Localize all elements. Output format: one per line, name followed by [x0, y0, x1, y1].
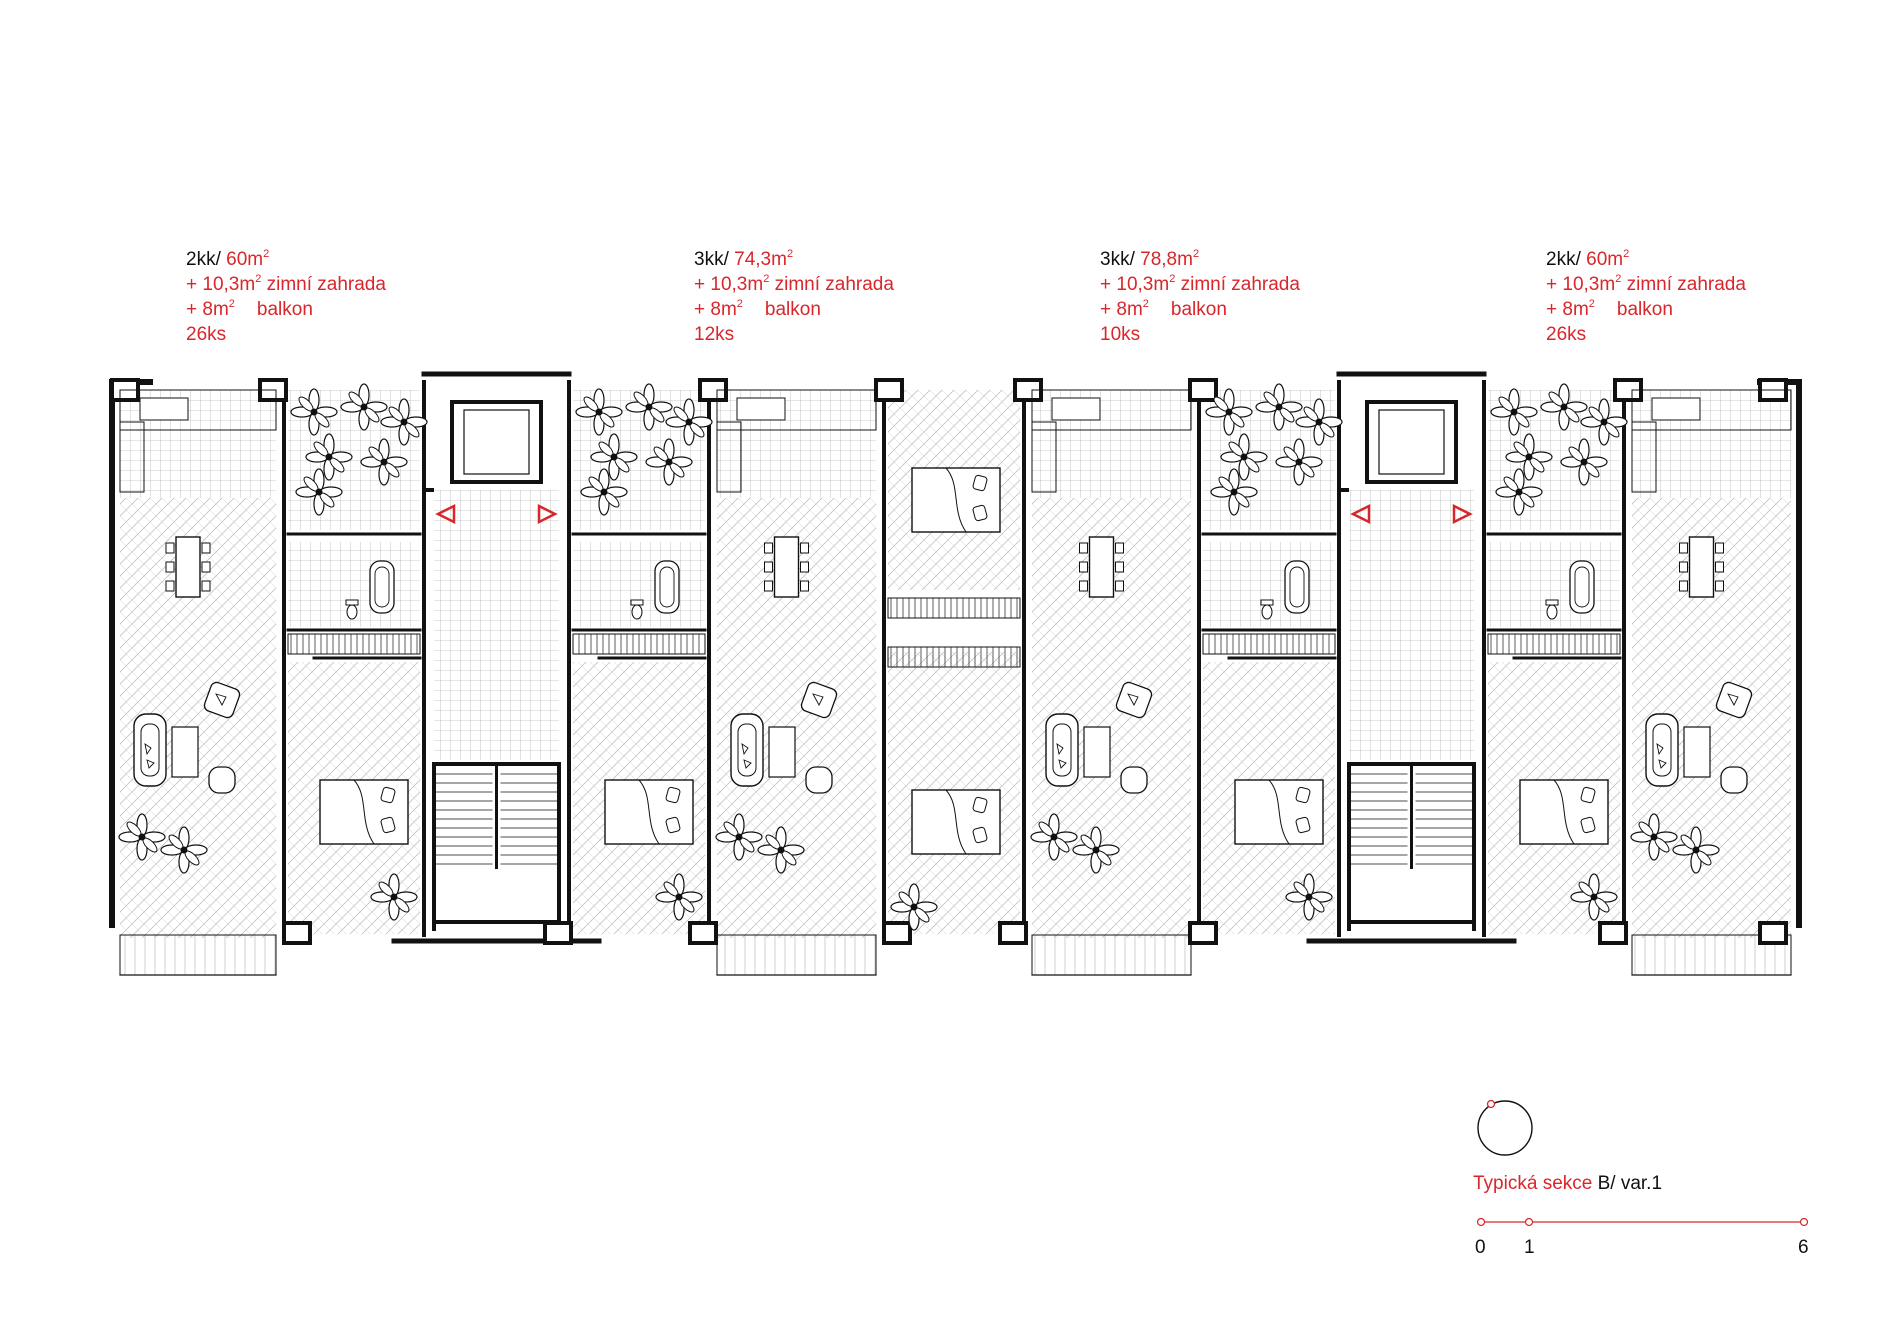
structural-column [1188, 378, 1218, 402]
entry-arrow-right [537, 503, 558, 525]
scale-node-6 [1799, 1217, 1809, 1227]
bed [604, 779, 694, 845]
kitchen-counter [1031, 389, 1192, 431]
sofa [1045, 713, 1079, 787]
pouf [208, 766, 236, 794]
dining-table [1678, 536, 1725, 598]
wardrobe [887, 597, 1021, 619]
lift-cabin [1378, 409, 1445, 475]
wardrobe [287, 633, 421, 655]
structural-column [282, 921, 312, 945]
kitchen-counter [119, 389, 277, 431]
corridor-floor [1349, 490, 1474, 760]
structural-column [998, 921, 1028, 945]
kitchen-side-counter [1031, 421, 1057, 493]
lift-cabin [463, 409, 530, 475]
scale-tick-0: 0 [1475, 1237, 1486, 1258]
dining-table [165, 536, 211, 598]
wardrobe [887, 646, 1021, 668]
balcony-deck [120, 935, 276, 975]
structural-column [1758, 921, 1788, 945]
wardrobe [572, 633, 706, 655]
scale-node-1 [1524, 1217, 1534, 1227]
coffee-table [1683, 726, 1711, 778]
unit-label-3: 3kk/ 78,8m2 + 10,3m2 zimní zahrada + 8m2… [1100, 248, 1300, 346]
scale-node-0 [1476, 1217, 1486, 1227]
scale-tick-6: 6 [1798, 1237, 1809, 1258]
pouf [1120, 766, 1148, 794]
sink [736, 397, 786, 421]
kitchen-side-counter [716, 421, 742, 493]
structural-column [688, 921, 718, 945]
bathtub [1284, 560, 1310, 614]
dining-table [763, 536, 810, 598]
toilet [1545, 599, 1559, 620]
north-circle [1477, 1100, 1533, 1156]
lift [450, 400, 543, 484]
structural-column [874, 378, 904, 402]
entry-arrow-right [1452, 503, 1473, 525]
sofa [133, 713, 167, 787]
sofa [730, 713, 764, 787]
entry-arrow-left [1350, 503, 1371, 525]
balcony-deck [1032, 935, 1191, 975]
wardrobe [1487, 633, 1621, 655]
corridor-floor [434, 490, 559, 760]
coffee-table [1083, 726, 1111, 778]
sink [139, 397, 189, 421]
bed [911, 467, 1001, 533]
coffee-table [171, 726, 199, 778]
wardrobe [1202, 633, 1336, 655]
section-title: Typická sekce B/ var.1 [1473, 1173, 1663, 1194]
bed [911, 789, 1001, 855]
bed [1519, 779, 1609, 845]
toilet [345, 599, 359, 620]
bathtub [654, 560, 680, 614]
lift [1365, 400, 1458, 484]
bed [1234, 779, 1324, 845]
unit-label-2: 3kk/ 74,3m2 + 10,3m2 zimní zahrada + 8m2… [694, 248, 894, 346]
pouf [805, 766, 833, 794]
kitchen-side-counter [119, 421, 145, 493]
sofa [1645, 713, 1679, 787]
dining-table [1078, 536, 1125, 598]
structural-column [1598, 921, 1628, 945]
bathtub [369, 560, 395, 614]
structural-column [1188, 921, 1218, 945]
coffee-table [768, 726, 796, 778]
sink [1051, 397, 1101, 421]
bed [319, 779, 409, 845]
kitchen-counter [1631, 389, 1792, 431]
structural-column [882, 921, 912, 945]
scale-tick-1: 1 [1524, 1237, 1535, 1258]
pouf [1720, 766, 1748, 794]
entry-arrow-left [435, 503, 456, 525]
kitchen-side-counter [1631, 421, 1657, 493]
north-marker [1486, 1099, 1496, 1109]
bathtub [1569, 560, 1595, 614]
balcony-deck [717, 935, 876, 975]
toilet [1260, 599, 1274, 620]
toilet [630, 599, 644, 620]
structural-column [543, 921, 573, 945]
kitchen-counter [716, 389, 877, 431]
sink [1651, 397, 1701, 421]
